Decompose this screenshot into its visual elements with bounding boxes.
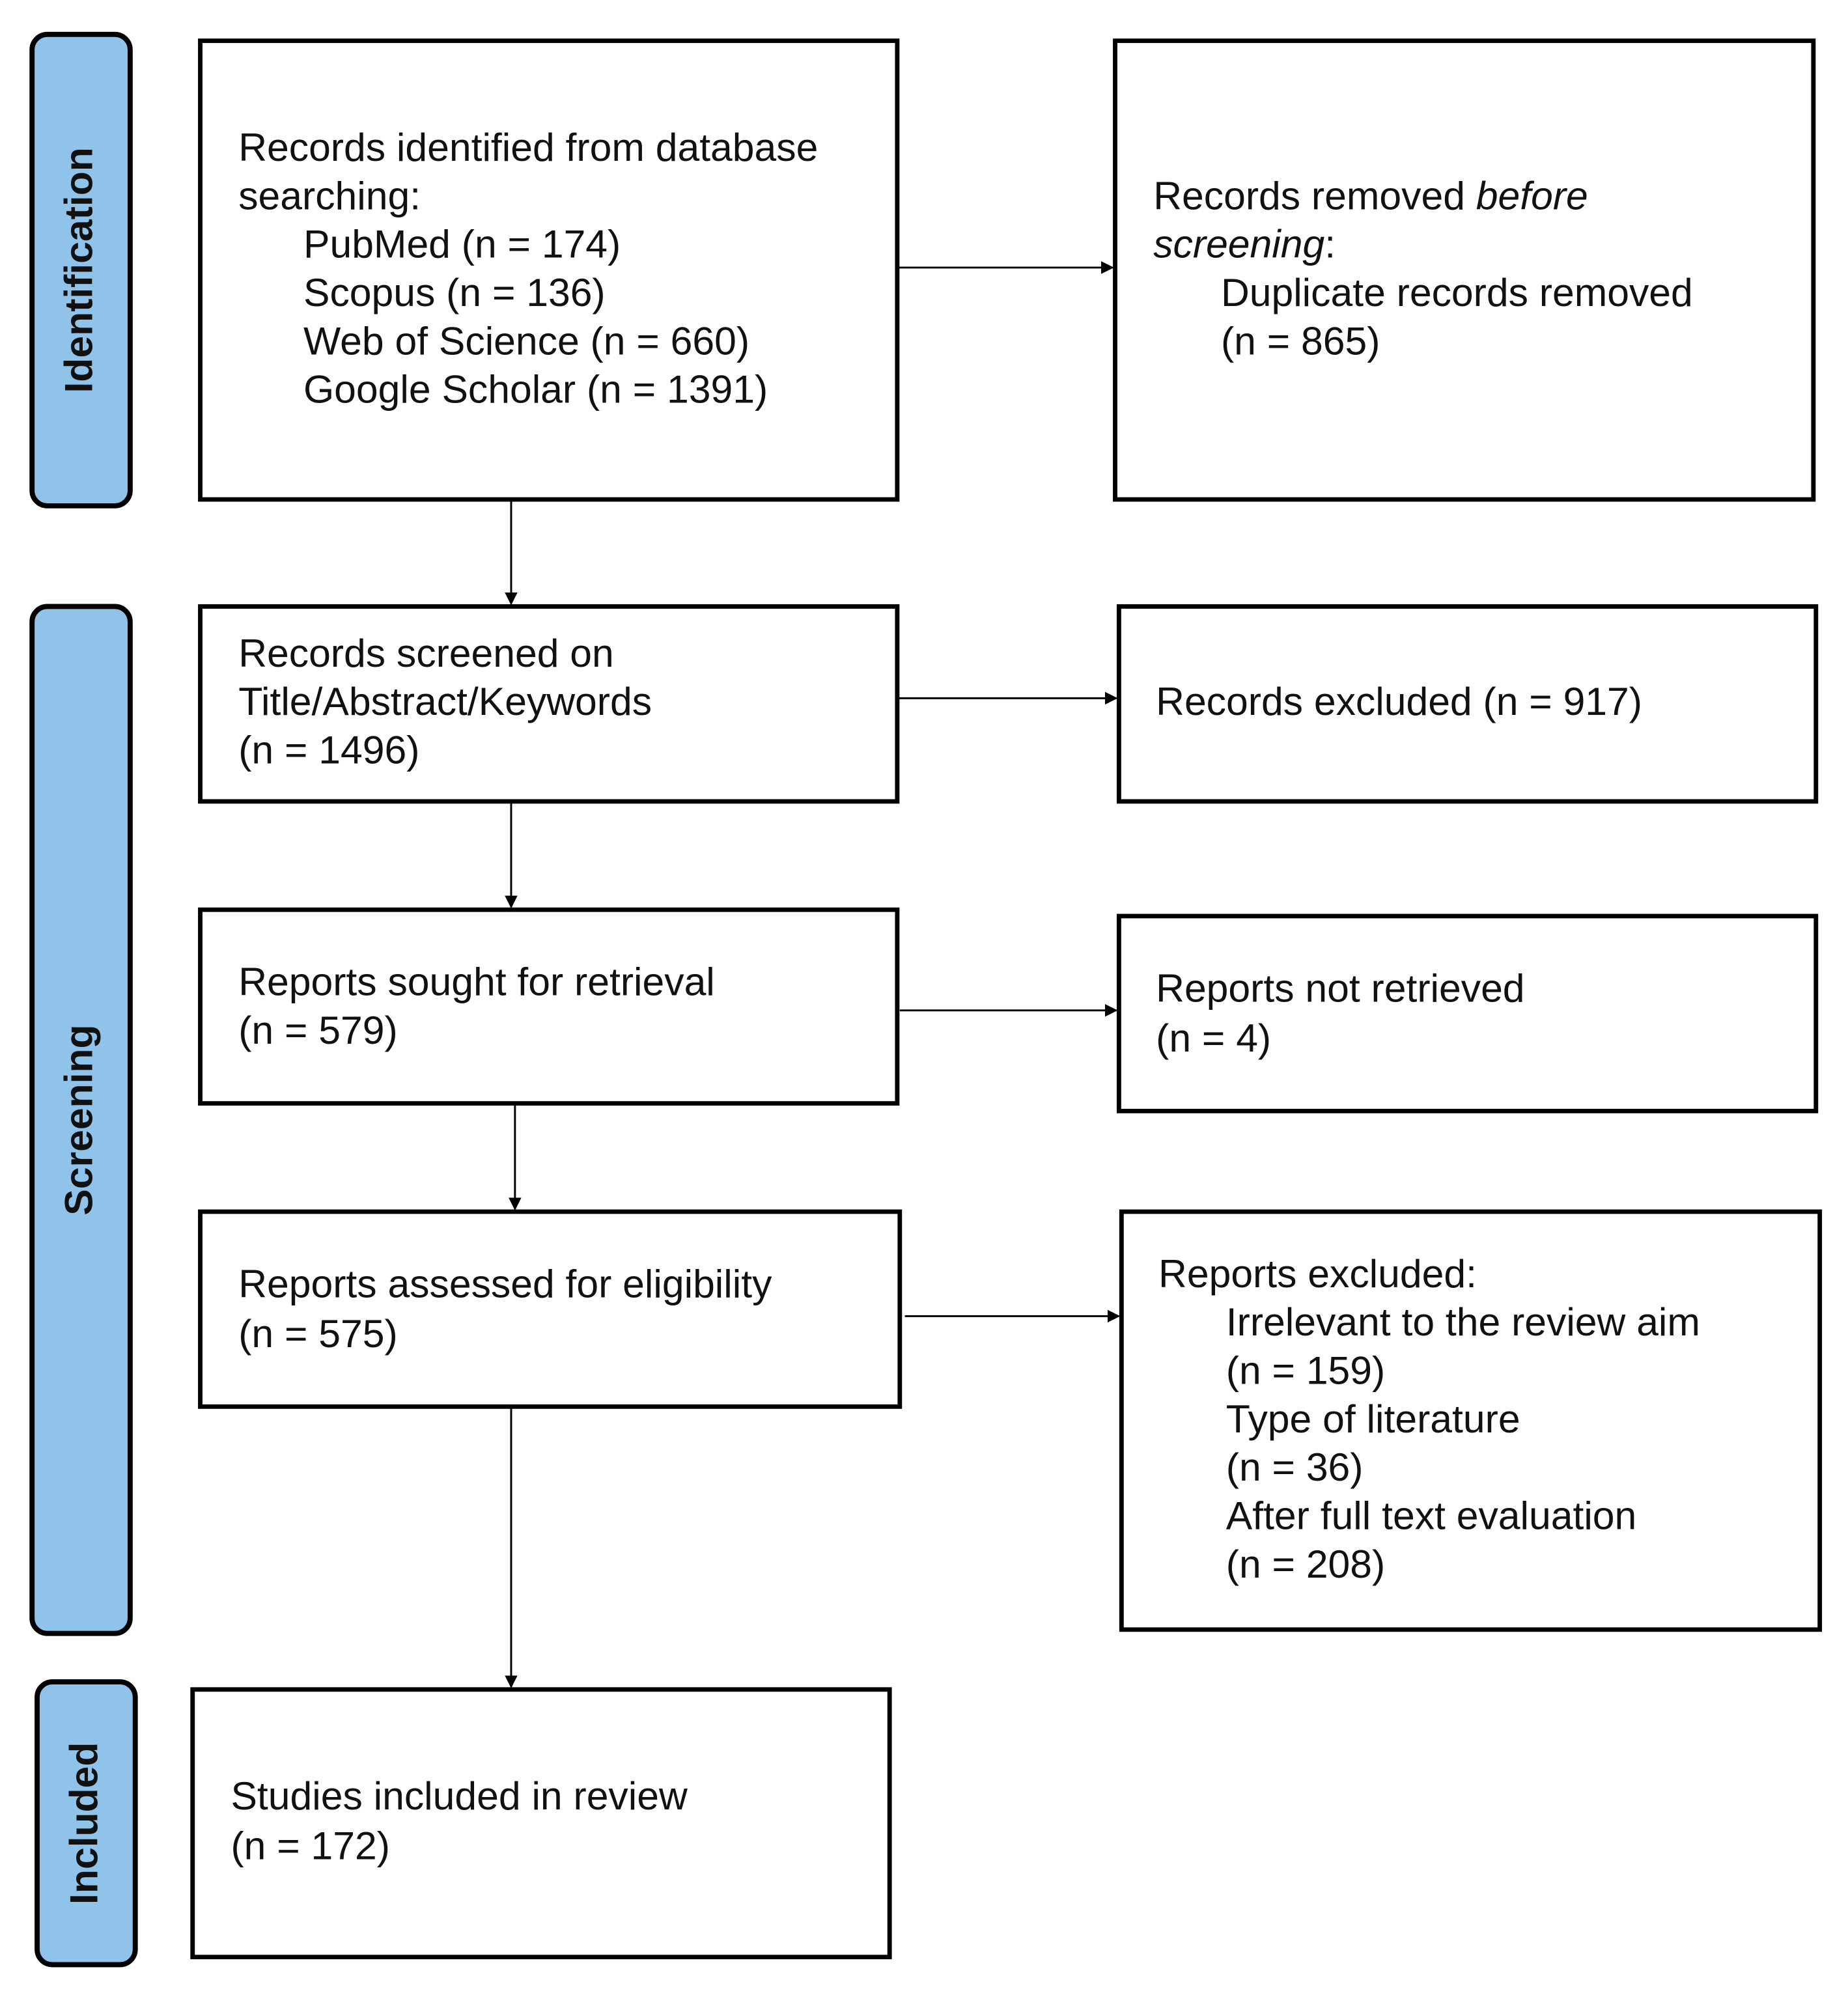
studies-included-box: Studies included in review (n = 172)	[190, 1687, 892, 1960]
stage-screening: Screening	[29, 604, 133, 1636]
stage-label: Included	[61, 1742, 105, 1904]
box-text: searching:	[238, 173, 421, 217]
reports-assessed-box: Reports assessed for eligibility (n = 57…	[198, 1209, 903, 1409]
box-text: Duplicate records removed	[1221, 270, 1693, 314]
box-text: screening:	[1153, 222, 1336, 266]
reports-excluded-box: Reports excluded: Irrelevant to the revi…	[1119, 1209, 1823, 1632]
box-text: Records removed before	[1153, 173, 1588, 217]
records-identified-box: Records identified from database searchi…	[198, 38, 900, 502]
box-text: Reports assessed for eligibility	[238, 1261, 772, 1305]
stage-included: Included	[35, 1679, 138, 1968]
reports-sought-box: Reports sought for retrieval (n = 579)	[198, 907, 900, 1106]
box-text: After full text evaluation	[1226, 1494, 1637, 1538]
source-web-of-science: Web of Science (n = 660)	[303, 318, 749, 363]
records-screened-box: Records screened on Title/Abstract/Keywo…	[198, 604, 900, 804]
box-text: Records screened on	[238, 631, 614, 675]
records-removed-box: Records removed before screening: Duplic…	[1113, 38, 1816, 502]
reports-not-retrieved-box: Reports not retrieved (n = 4)	[1116, 913, 1819, 1113]
box-count: (n = 579)	[238, 1008, 397, 1052]
box-count: (n = 172)	[231, 1823, 389, 1867]
box-count: (n = 36)	[1226, 1445, 1364, 1489]
box-text: Type of literature	[1226, 1397, 1520, 1441]
box-text: Reports excluded:	[1158, 1251, 1477, 1296]
box-count: (n = 575)	[238, 1311, 397, 1356]
stage-label: Screening	[57, 1024, 101, 1215]
stage-label: Identification	[57, 147, 101, 393]
source-pubmed: PubMed (n = 174)	[303, 222, 621, 266]
box-count: (n = 159)	[1226, 1348, 1385, 1393]
box-text: Records excluded (n = 917)	[1156, 679, 1642, 723]
box-text: Irrelevant to the review aim	[1226, 1300, 1700, 1344]
box-count: (n = 1496)	[238, 728, 419, 772]
box-text: Records identified from database	[238, 125, 818, 169]
box-text: Studies included in review	[231, 1774, 688, 1818]
box-text: Reports not retrieved	[1156, 966, 1524, 1010]
stage-identification: Identification	[29, 31, 133, 509]
connectors	[505, 261, 1121, 1688]
box-text: Title/Abstract/Keywords	[238, 679, 652, 723]
records-excluded-box: Records excluded (n = 917)	[1116, 604, 1819, 804]
box-count: (n = 208)	[1226, 1542, 1385, 1586]
box-text: Reports sought for retrieval	[238, 960, 715, 1004]
source-scopus: Scopus (n = 136)	[303, 270, 606, 314]
source-google-scholar: Google Scholar (n = 1391)	[303, 367, 768, 411]
box-count: (n = 865)	[1221, 318, 1380, 363]
box-count: (n = 4)	[1156, 1016, 1271, 1060]
